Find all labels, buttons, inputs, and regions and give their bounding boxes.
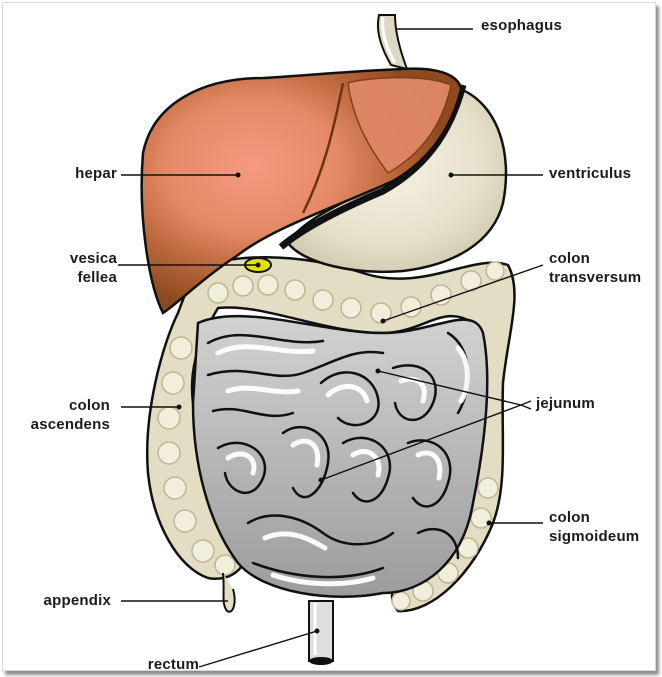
label-hepar: hepar xyxy=(33,164,117,183)
diagram-frame: esophagus hepar ventriculus vesica felle… xyxy=(2,2,656,671)
label-colon-ascendens-line1: colon xyxy=(9,396,110,415)
label-colon-sigmoideum: colon sigmoideum xyxy=(549,508,639,546)
label-appendix: appendix xyxy=(23,591,111,610)
label-rectum: rectum xyxy=(123,655,199,671)
label-ventriculus: ventriculus xyxy=(549,164,631,183)
label-colon-sigmoideum-line1: colon xyxy=(549,508,639,527)
small-intestine-shape xyxy=(193,316,487,597)
label-jejunum: jejunum xyxy=(536,394,595,413)
label-colon-transversum-line1: colon xyxy=(549,249,641,268)
label-vesica-line2: fellea xyxy=(33,268,117,287)
label-colon-transversum: colon transversum xyxy=(549,249,641,287)
digestive-system-illustration xyxy=(3,3,655,670)
label-vesica-line1: vesica xyxy=(33,249,117,268)
label-colon-ascendens-line2: ascendens xyxy=(9,415,110,434)
label-colon-sigmoideum-line2: sigmoideum xyxy=(549,527,639,546)
label-vesica-fellea: vesica fellea xyxy=(33,249,117,287)
label-colon-ascendens: colon ascendens xyxy=(9,396,110,434)
appendix-shape xyxy=(223,573,235,612)
label-esophagus: esophagus xyxy=(481,16,562,35)
label-colon-transversum-line2: transversum xyxy=(549,268,641,287)
esophagus-shape xyxy=(378,15,407,69)
